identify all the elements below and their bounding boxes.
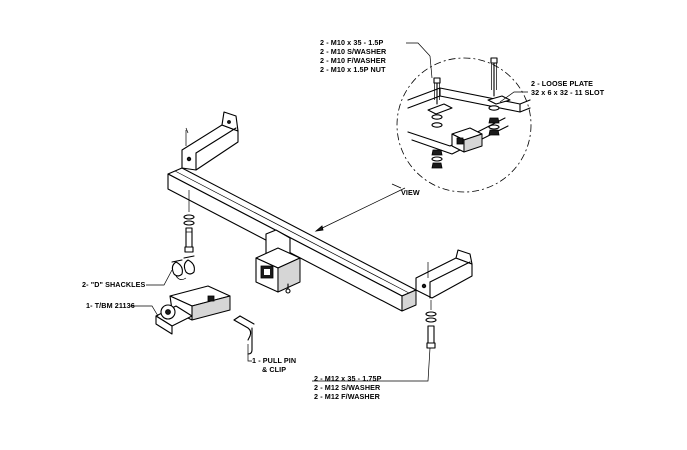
label-pull-pin: 1 - PULL PIN & CLIP	[252, 356, 296, 374]
d-shackles	[171, 255, 195, 280]
label-lower-bolts-line2: 2 - M12 S/WASHER	[314, 383, 381, 392]
left-mount-bracket	[181, 111, 239, 171]
label-tow-tongue: 1- T/BM 21136	[86, 301, 135, 310]
label-upper-bolts: 2 - M10 x 35 - 1.5P 2 - M10 S/WASHER 2 -…	[320, 38, 387, 74]
pull-pin-clip	[233, 315, 255, 355]
receiver-hitch	[255, 229, 301, 294]
leader-lines	[130, 42, 528, 382]
loose-plate-left	[427, 103, 453, 115]
detail-view	[396, 57, 532, 193]
label-upper-bolts-line1: 2 - M10 x 35 - 1.5P	[320, 38, 384, 47]
label-d-shackles: 2- "D" SHACKLES	[82, 280, 146, 289]
label-loose-plate-line1: 2 - LOOSE PLATE	[531, 79, 593, 88]
loose-plate-right	[487, 95, 511, 105]
left-bolt-stack	[183, 190, 195, 253]
label-pull-pin-line2: & CLIP	[262, 365, 286, 374]
label-loose-plate-line2: 32 x 6 x 32 - 11 SLOT	[531, 88, 605, 97]
label-loose-plate: 2 - LOOSE PLATE 32 x 6 x 32 - 11 SLOT	[531, 79, 605, 97]
label-upper-bolts-line2: 2 - M10 S/WASHER	[320, 47, 387, 56]
view-leader	[315, 187, 406, 232]
detail-view-circle	[396, 57, 532, 193]
tow-tongue	[155, 285, 231, 335]
label-lower-bolts-line1: 2 - M12 x 35 - 1.75P	[314, 374, 382, 383]
label-view: VIEW	[401, 188, 420, 197]
label-upper-bolts-line3: 2 - M10 F/WASHER	[320, 56, 387, 65]
right-mount-bracket	[415, 249, 473, 299]
right-bolt-stack	[425, 300, 437, 349]
label-lower-bolts-line3: 2 - M12 F/WASHER	[314, 392, 381, 401]
detail-bolt-right	[490, 57, 498, 97]
label-upper-bolts-line4: 2 - M10 x 1.5P NUT	[320, 65, 386, 74]
label-pull-pin-line1: 1 - PULL PIN	[252, 356, 296, 365]
detail-rail-upper	[407, 87, 531, 105]
label-lower-bolts: 2 - M12 x 35 - 1.75P 2 - M12 S/WASHER 2 …	[314, 374, 382, 401]
detail-bolt-left	[433, 77, 441, 105]
